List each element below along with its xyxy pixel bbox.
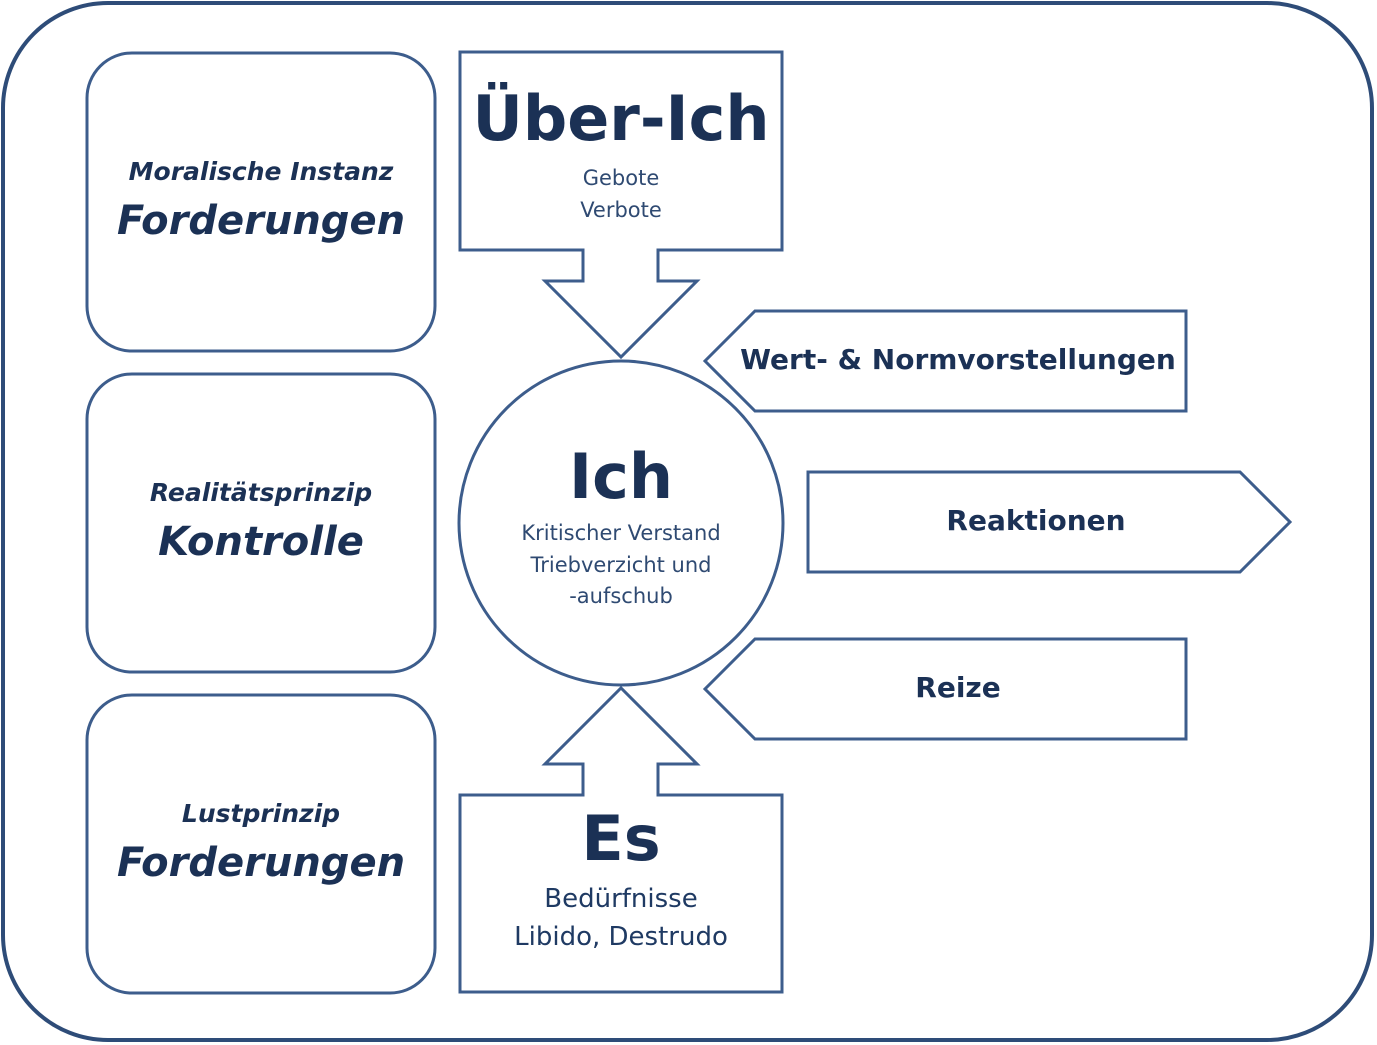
ueber-ich-callout xyxy=(458,50,784,360)
left-box-moralische-instanz xyxy=(85,51,437,353)
ich-circle xyxy=(457,359,785,687)
wert-arrow-label: Wert- & Normvorstellungen xyxy=(740,343,1176,376)
ich-line-1: Kritischer Verstand xyxy=(521,521,721,545)
es-title: Es xyxy=(581,802,661,875)
wert-arrow xyxy=(702,309,1188,413)
left-box-1-title: Forderungen xyxy=(116,198,406,244)
left-box-3-subtitle: Lustprinzip xyxy=(181,799,341,828)
ich-line-2: Triebverzicht und xyxy=(530,553,712,577)
reaktionen-arrow xyxy=(806,470,1293,574)
reaktionen-arrow-label: Reaktionen xyxy=(946,504,1126,537)
left-box-3-title: Forderungen xyxy=(116,840,406,886)
ich-title: Ich xyxy=(569,440,673,513)
left-box-lustprinzip xyxy=(85,693,437,995)
reize-arrow xyxy=(702,637,1188,741)
left-box-1-subtitle: Moralische Instanz xyxy=(128,157,394,186)
ich-line-3: -aufschub xyxy=(569,584,673,608)
reize-arrow-label: Reize xyxy=(915,671,1001,704)
es-line-2: Libido, Destrudo xyxy=(514,922,728,952)
es-line-1: Bedürfnisse xyxy=(544,884,698,914)
left-box-2-subtitle: Realitätsprinzip xyxy=(149,478,373,507)
left-box-realitaetsprinzip xyxy=(85,372,437,674)
ueber-ich-line-1: Gebote xyxy=(582,166,660,190)
ueber-ich-title: Über-Ich xyxy=(472,82,770,155)
ueber-ich-line-2: Verbote xyxy=(580,198,662,222)
left-box-2-title: Kontrolle xyxy=(158,519,364,565)
es-callout xyxy=(458,685,784,994)
